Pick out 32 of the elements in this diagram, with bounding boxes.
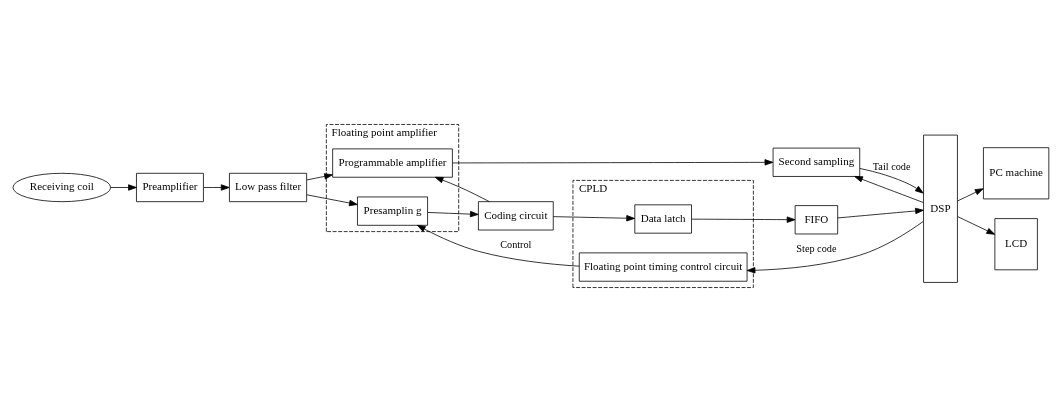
arrow xyxy=(854,176,924,203)
node-box: Floating point timing control circuit xyxy=(578,252,748,282)
node-box: LCD xyxy=(994,218,1038,271)
arrow xyxy=(110,184,137,191)
node-box: Coding circuit xyxy=(478,201,554,231)
arrow xyxy=(306,194,358,207)
edge-label: Step code xyxy=(796,243,837,255)
node-box: DSP xyxy=(923,134,958,283)
arrow xyxy=(691,216,796,223)
arrow xyxy=(746,221,924,274)
arrow xyxy=(553,215,635,222)
node-box: Data latch xyxy=(634,204,692,234)
node-box: PC machine xyxy=(983,147,1050,200)
edge-label: Control xyxy=(500,239,532,251)
arrow xyxy=(957,188,984,202)
arrow xyxy=(427,210,479,218)
arrow xyxy=(859,168,924,194)
node-box: Presamplin g xyxy=(357,196,428,226)
arrow xyxy=(203,184,230,191)
node-box: Preamplifier xyxy=(136,172,204,203)
node-box: Low pass filter xyxy=(229,172,308,203)
arrow xyxy=(306,173,333,181)
arrow xyxy=(452,159,774,166)
arrow xyxy=(416,224,580,267)
arrow xyxy=(957,216,996,235)
node-box: Programmable amplifier xyxy=(332,148,453,178)
edge-label: Tail code xyxy=(872,160,911,172)
node-box: Second sampling xyxy=(772,147,861,177)
arrow xyxy=(434,176,490,203)
node-ellipse: Receiving coil xyxy=(12,172,112,203)
node-box: FIFO xyxy=(794,205,839,235)
arrow xyxy=(837,207,924,219)
